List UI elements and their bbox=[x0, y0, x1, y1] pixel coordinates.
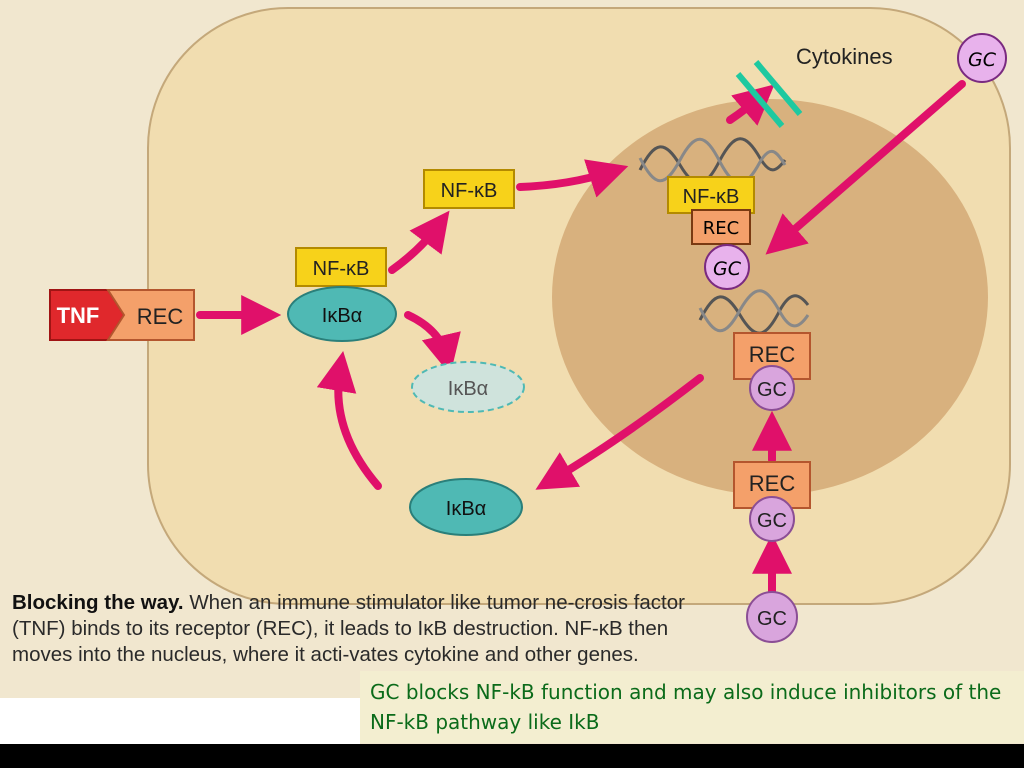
nfkb-box-free bbox=[423, 169, 515, 209]
arrow-gc-to-nucleus bbox=[765, 80, 966, 255]
ikba-label-new: IκBα bbox=[446, 498, 486, 520]
caption-text: When an immune stimulator like tumor ne-… bbox=[12, 591, 685, 666]
arrows bbox=[196, 80, 966, 596]
bottom-bar bbox=[0, 744, 1024, 768]
gc-label-topright: GC bbox=[968, 49, 997, 71]
gc-circle-dna bbox=[749, 365, 795, 411]
gc-circle-cytoplasm bbox=[749, 496, 795, 542]
gc-label-nuclear: GC bbox=[713, 258, 742, 280]
arrow-nfkb-to-nucleus bbox=[516, 159, 629, 198]
nfkb-ikba-complex: NF-κB IκBα bbox=[287, 247, 397, 342]
gc-circle-topright bbox=[957, 33, 1007, 83]
gc-circle-nuclear bbox=[704, 244, 750, 290]
rec-shape bbox=[106, 289, 195, 341]
nfkb-box-nuclear bbox=[667, 176, 755, 214]
rec-label-dna: REC bbox=[749, 342, 796, 367]
nfkb-box-bound bbox=[295, 247, 387, 287]
gc-note: GC blocks NF-kB function and may also in… bbox=[360, 671, 1024, 743]
ikba-label-degraded: IκBα bbox=[448, 378, 488, 400]
gc-label-external: GC bbox=[757, 608, 787, 630]
blank-area bbox=[0, 698, 360, 744]
arrow-ikba-return bbox=[316, 351, 382, 490]
ikba-degraded bbox=[411, 361, 525, 413]
tnf-label: TNF bbox=[57, 303, 100, 328]
ikba-label-bound: IκBα bbox=[322, 305, 362, 327]
arrow-nucleus-to-ikba bbox=[535, 374, 704, 490]
cytokines-label: Cytokines bbox=[796, 44, 893, 69]
ikba-bound bbox=[287, 286, 397, 342]
tnf-rec-complex: TNF REC bbox=[49, 289, 195, 341]
rec-label-nuclear: REC bbox=[703, 218, 739, 239]
rec-label-cytoplasm: REC bbox=[749, 471, 796, 496]
gc-label-cytoplasm: GC bbox=[757, 510, 787, 532]
figure-caption: Blocking the way. When an immune stimula… bbox=[12, 590, 692, 668]
gc-circle-external bbox=[746, 591, 798, 643]
nfkb-label-bound: NF-κB bbox=[313, 258, 370, 280]
ikba-new bbox=[409, 478, 523, 536]
block-mark bbox=[735, 60, 803, 128]
nfkb-label-free: NF-κB bbox=[441, 180, 498, 202]
arrow-to-nfkb-free bbox=[388, 210, 450, 274]
gc-label-dna: GC bbox=[757, 379, 787, 401]
rec-label: REC bbox=[137, 304, 184, 329]
arrow-to-ikba-degraded bbox=[404, 311, 461, 375]
rec-box-nuclear bbox=[691, 209, 751, 245]
caption-bold: Blocking the way. bbox=[12, 591, 184, 614]
nfkb-label-nuclear: NF-κB bbox=[683, 186, 740, 208]
